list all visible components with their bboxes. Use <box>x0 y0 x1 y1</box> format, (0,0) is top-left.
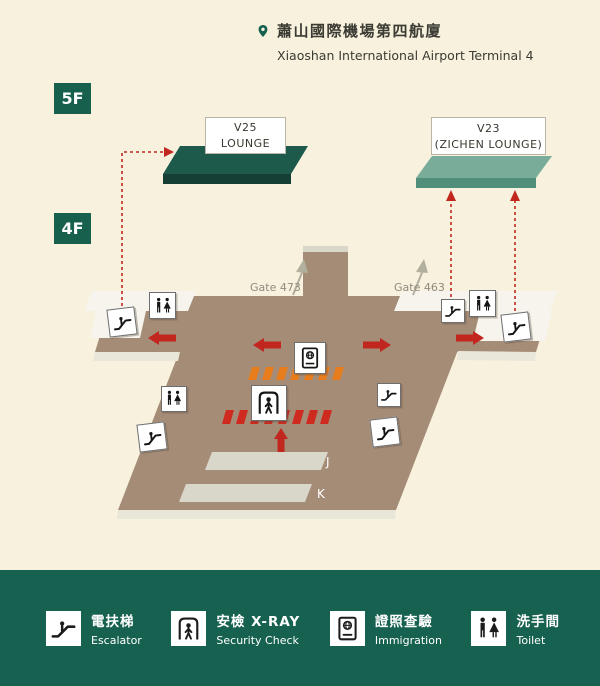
legend-bar: 電扶梯 Escalator 安檢 X-RAY Security Check 證照… <box>0 570 600 686</box>
toilet-icon <box>471 610 507 646</box>
legend-label-en: Immigration <box>374 633 442 647</box>
legend-label-en: Security Check <box>216 633 299 647</box>
legend-label-en: Escalator <box>91 633 142 647</box>
escalator-icon <box>136 421 168 453</box>
legend-text: 安檢 X-RAY Security Check <box>216 610 300 647</box>
terminal-floor <box>84 246 558 519</box>
immigration-icon <box>294 342 326 374</box>
legend-item-toilet: 洗手間 Toilet <box>471 610 560 647</box>
legend-item-security: 安檢 X-RAY Security Check <box>171 610 300 647</box>
gate-473-arrow <box>292 259 308 296</box>
escalator-icon <box>500 311 532 343</box>
legend-text: 證照查驗 Immigration <box>375 610 442 647</box>
legend-label-zh: 洗手間 <box>516 613 560 630</box>
legend-item-immigration: 證照查驗 Immigration <box>329 610 442 647</box>
escalator-icon <box>46 610 81 646</box>
page-title-zh: 蕭山國際機場第四航廈 <box>277 22 443 40</box>
gate-463-label: Gate 463 <box>394 281 445 294</box>
lounge-v23-label: V23 (ZICHEN LOUNGE) <box>431 117 546 155</box>
lounge-v25-label: V25 LOUNGE <box>205 117 286 154</box>
header: 蕭山國際機場第四航廈 Xiaoshan International Airpor… <box>256 20 534 63</box>
security-check-icon <box>171 610 207 646</box>
legend-label-zh: 電扶梯 <box>91 613 135 630</box>
toilet-icon <box>149 292 176 319</box>
location-pin-icon <box>256 22 270 40</box>
route-escalator-to-v25 <box>121 147 174 306</box>
zone-k-label: K <box>317 487 325 501</box>
flow-arrows <box>148 331 484 452</box>
walkway-k <box>179 484 312 502</box>
legend-label-en: Toilet <box>516 633 546 647</box>
toilet-icon <box>469 290 496 317</box>
escalator-icon <box>369 416 401 448</box>
lounge-v23-line1: V23 <box>476 121 501 135</box>
gate-473-label: Gate 473 <box>250 281 301 294</box>
lounge-v25-line2: LOUNGE <box>220 137 271 150</box>
toilet-icon <box>161 386 187 412</box>
legend-text: 洗手間 Toilet <box>516 610 560 647</box>
route-escalator-to-v23-left <box>446 190 456 297</box>
terminal-floor-map <box>84 146 558 519</box>
floor-label-4f: 4F <box>54 213 91 244</box>
escalator-icon <box>441 299 465 323</box>
lounge-v25-line1: V25 <box>233 121 258 134</box>
page-title-en: Xiaoshan International Airport Terminal … <box>277 48 534 63</box>
lounge-v23-line2: (ZICHEN LOUNGE) <box>434 137 543 151</box>
lounge-v23-platform <box>416 156 552 188</box>
legend-label-zh: 安檢 X-RAY <box>216 613 301 630</box>
escalator-icon <box>106 306 138 338</box>
legend-text: 電扶梯 Escalator <box>91 610 142 647</box>
walkway-j <box>205 452 328 470</box>
header-titles: 蕭山國際機場第四航廈 Xiaoshan International Airpor… <box>277 20 534 63</box>
floor-label-5f: 5F <box>54 83 91 114</box>
security-check-icon <box>251 385 287 421</box>
immigration-icon <box>329 610 365 646</box>
escalator-icon <box>377 383 401 407</box>
legend-item-escalator: 電扶梯 Escalator <box>46 610 142 647</box>
zone-j-label: J <box>326 455 330 469</box>
gate-463-arrow <box>412 259 428 296</box>
route-escalator-to-v23-right <box>510 190 520 311</box>
legend-label-zh: 證照查驗 <box>374 613 433 630</box>
